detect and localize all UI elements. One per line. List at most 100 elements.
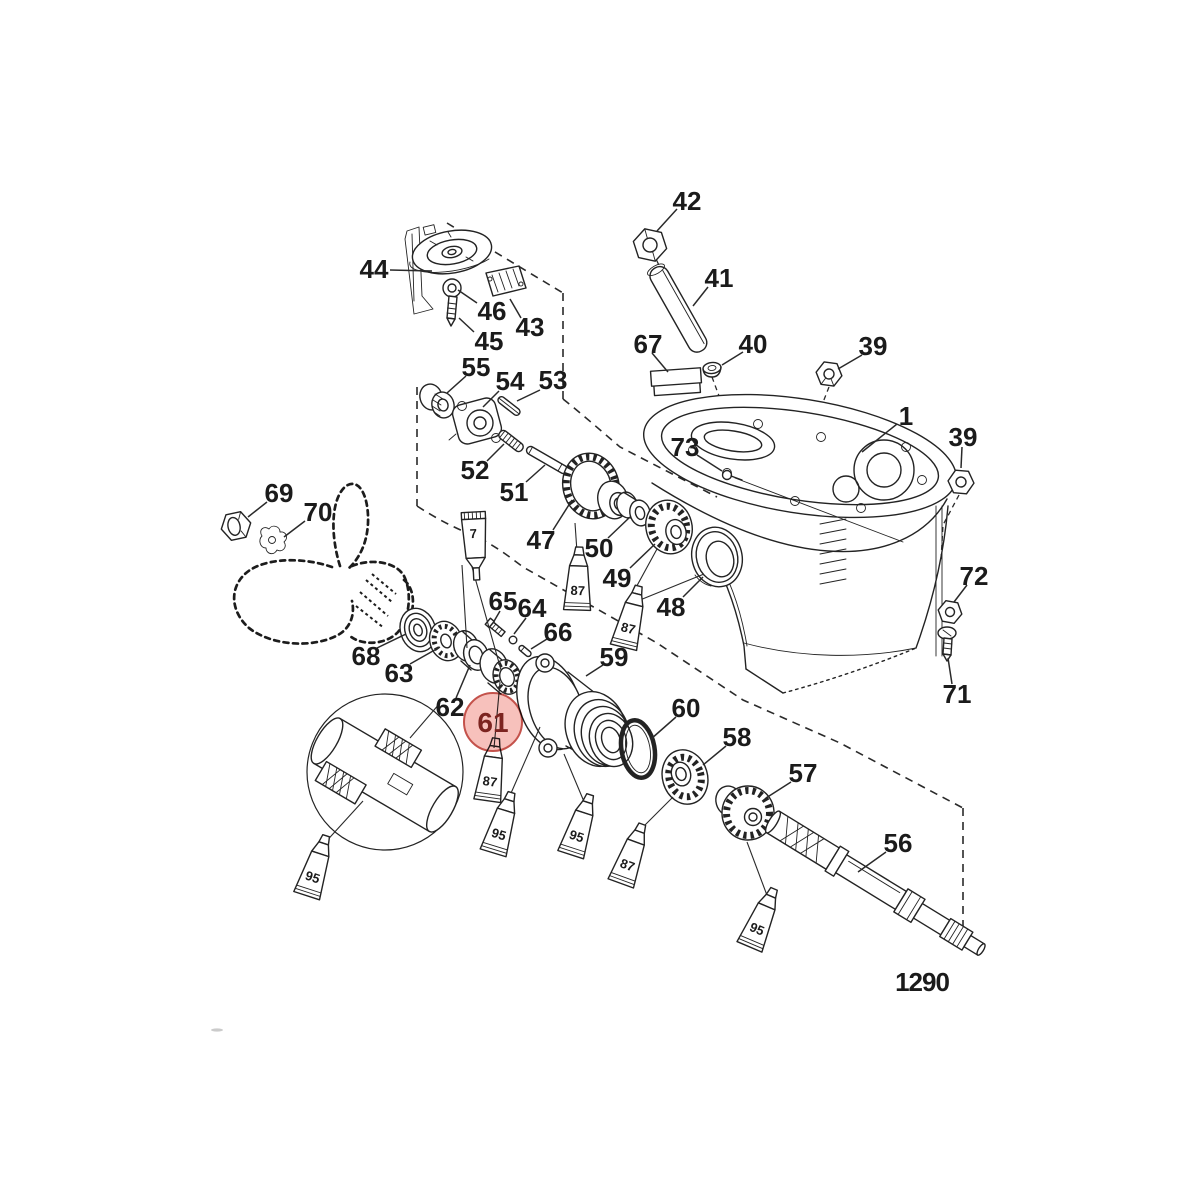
washer-46 bbox=[442, 278, 462, 298]
part-label-41: 41 bbox=[705, 263, 734, 293]
part-label-48: 48 bbox=[657, 592, 686, 622]
part-label-65: 65 bbox=[489, 586, 518, 616]
part-label-66: 66 bbox=[544, 617, 573, 647]
pump-base-54 bbox=[448, 397, 503, 445]
part-label-58: 58 bbox=[723, 722, 752, 752]
highlighted-part-number: 61 bbox=[477, 707, 508, 738]
part-label-63: 63 bbox=[385, 658, 414, 688]
o-ring-60 bbox=[618, 718, 658, 780]
tapered-bearing-49 bbox=[645, 499, 693, 555]
part-label-67: 67 bbox=[634, 329, 663, 359]
retainer-70 bbox=[259, 525, 287, 555]
pin-66 bbox=[518, 644, 532, 658]
part-label-68: 68 bbox=[352, 641, 381, 671]
part-label-52: 52 bbox=[461, 455, 490, 485]
part-label-62: 62 bbox=[436, 692, 465, 722]
tube-label: 95 bbox=[490, 825, 508, 844]
nut-39-side bbox=[947, 469, 975, 495]
label-leader-line bbox=[525, 464, 546, 483]
part-label-50: 50 bbox=[585, 533, 614, 563]
label-leader-line bbox=[409, 646, 441, 665]
highlight-circle-61: 61 bbox=[463, 681, 523, 752]
tube-label: 95 bbox=[567, 827, 585, 846]
part-label-51: 51 bbox=[500, 477, 529, 507]
lube-tube-95: 95 bbox=[479, 790, 516, 858]
label-leader-line bbox=[765, 781, 792, 799]
prop-nut-69 bbox=[220, 511, 252, 541]
label-leader-line bbox=[650, 716, 677, 740]
label-leader-line bbox=[530, 638, 548, 650]
label-leader-line bbox=[607, 516, 631, 539]
label-leader-line bbox=[552, 499, 573, 531]
ball-64 bbox=[508, 635, 518, 645]
label-leader-line bbox=[682, 576, 704, 598]
anode-plate-43 bbox=[485, 265, 527, 297]
screw-45 bbox=[446, 295, 458, 327]
part-label-60: 60 bbox=[672, 693, 701, 723]
nut-72 bbox=[937, 600, 963, 624]
label-leader-line bbox=[837, 354, 863, 370]
label-leader-line bbox=[486, 443, 505, 462]
lube-tube-87: 87 bbox=[607, 822, 647, 889]
bushing-55 bbox=[419, 383, 455, 419]
label-leader-line bbox=[516, 389, 541, 402]
part-label-42: 42 bbox=[673, 186, 702, 216]
label-leader-line bbox=[702, 745, 727, 766]
part-label-55: 55 bbox=[462, 352, 491, 382]
tube-label: 87 bbox=[619, 619, 637, 637]
label-leader-line bbox=[389, 269, 433, 272]
part-label-70: 70 bbox=[304, 497, 333, 527]
part-label-47: 47 bbox=[527, 525, 556, 555]
label-leader-line bbox=[947, 657, 953, 685]
water-inlet-ribs bbox=[819, 518, 847, 585]
lube-tube-87: 87 bbox=[562, 546, 592, 612]
label-leader-line bbox=[513, 617, 527, 635]
gear-57 bbox=[715, 785, 775, 841]
tube-label: 7 bbox=[469, 526, 477, 541]
part-label-45: 45 bbox=[475, 326, 504, 356]
screw-71 bbox=[937, 626, 957, 662]
part-label-44: 44 bbox=[360, 254, 389, 284]
tube-label: 87 bbox=[570, 583, 585, 598]
prop-shaft-56 bbox=[764, 810, 986, 956]
label-leader-line bbox=[482, 390, 500, 408]
tube-label: 87 bbox=[482, 773, 498, 790]
figure-code: 1290 bbox=[895, 967, 949, 997]
lube-tube-87: 87 bbox=[609, 584, 644, 652]
decal-67 bbox=[649, 367, 703, 387]
pin-65 bbox=[484, 617, 506, 638]
label-leader-line bbox=[455, 664, 471, 699]
grommet-40 bbox=[702, 361, 722, 378]
bearing-carrier-59 bbox=[516, 653, 634, 768]
lube-tube-95: 95 bbox=[293, 833, 331, 901]
label-leader-line bbox=[656, 208, 678, 232]
label-leader-line bbox=[696, 454, 723, 472]
label-leader-line bbox=[457, 289, 478, 304]
label-leader-line bbox=[692, 286, 709, 307]
tube-leader-lines bbox=[321, 522, 769, 899]
part-label-64: 64 bbox=[518, 593, 547, 623]
label-leader-line bbox=[953, 584, 968, 603]
part-label-39: 39 bbox=[949, 422, 978, 452]
clutch-detail-inset bbox=[306, 693, 464, 851]
lube-tubes: 7 87 87 87 95 95 87 95 95 bbox=[293, 510, 778, 953]
label-leader-line bbox=[857, 851, 887, 873]
part-label-56: 56 bbox=[884, 828, 913, 858]
part-label-72: 72 bbox=[960, 561, 989, 591]
nut-39-upper bbox=[815, 361, 843, 387]
housing-bolt-holes bbox=[688, 419, 927, 513]
lube-tube-95: 95 bbox=[736, 886, 778, 953]
bearing-58 bbox=[661, 749, 709, 805]
tube-label: 95 bbox=[303, 868, 321, 887]
part-label-40: 40 bbox=[739, 329, 768, 359]
spring-52 bbox=[498, 429, 524, 453]
label-leader-line bbox=[492, 610, 501, 624]
part-label-39: 39 bbox=[859, 331, 888, 361]
tube-label: 95 bbox=[747, 919, 766, 938]
part-label-57: 57 bbox=[789, 758, 818, 788]
lube-tube-95: 95 bbox=[557, 792, 595, 860]
label-leader-line bbox=[458, 317, 475, 333]
